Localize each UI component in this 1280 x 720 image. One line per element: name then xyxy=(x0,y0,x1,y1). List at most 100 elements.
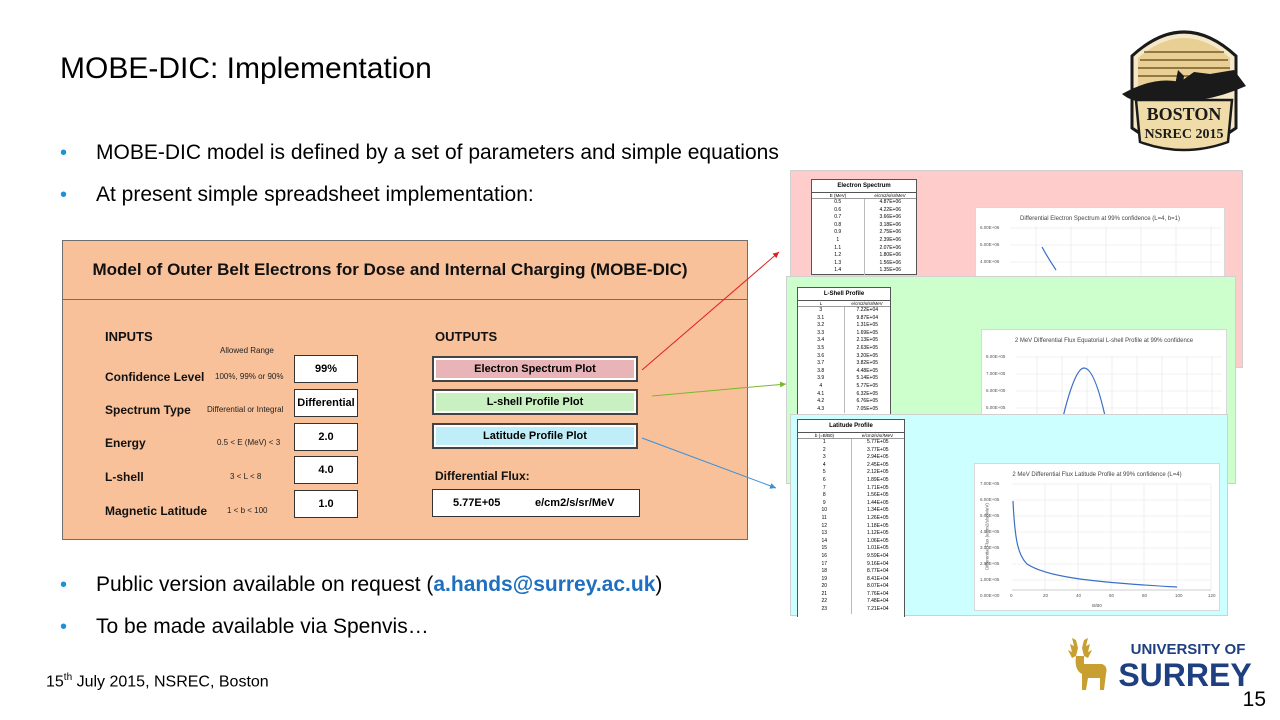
spectrum-type-value-cell[interactable]: Differential xyxy=(294,389,358,417)
table-cell: 3.4 xyxy=(798,337,845,345)
table-cell: 7.22E+04 xyxy=(856,307,879,313)
latitude-profile-plot-button[interactable]: Latitude Profile Plot xyxy=(432,423,638,449)
table-cell: 3.9 xyxy=(798,375,845,383)
table-cell: 9.87E+04 xyxy=(856,314,879,321)
table-cell: 1 xyxy=(812,236,865,245)
y-tick-label: 2.00E+05 xyxy=(980,561,1000,566)
table-cell: 5 xyxy=(798,469,852,477)
table-cell: 23 xyxy=(798,606,852,614)
table-cell: 1.71E+05 xyxy=(866,484,889,491)
table-cell: 9 xyxy=(798,499,852,508)
differential-flux-output: 5.77E+05 e/cm2/s/sr/MeV xyxy=(432,489,640,517)
col-header: e/cm2/s/sr/MeV xyxy=(861,433,894,438)
y-tick-label: 6.00E+06 xyxy=(980,225,1000,230)
table-cell: 1.1 xyxy=(812,244,865,253)
y-tick-label: 7.00E+05 xyxy=(986,371,1006,376)
table-cell: 8.07E+04 xyxy=(866,583,889,590)
input-label-lshell: L-shell xyxy=(105,470,144,484)
table-cell: 15 xyxy=(798,545,852,553)
y-tick-label: 6.00E+05 xyxy=(980,497,1000,502)
table-cell: 0.9 xyxy=(812,229,865,237)
table-cell: 6 xyxy=(798,476,852,485)
bullet-text: At present simple spreadsheet implementa… xyxy=(96,183,534,206)
table-cell: 2 xyxy=(798,446,852,455)
table-cell: 16 xyxy=(798,552,852,561)
table-cell: 4.3 xyxy=(798,405,845,414)
table-cell: 4 xyxy=(798,461,852,470)
magnetic-latitude-value-cell[interactable]: 1.0 xyxy=(294,490,358,518)
table-cell: 21 xyxy=(798,590,852,599)
allowed-range-heading: Allowed Range xyxy=(220,346,274,355)
outputs-heading: OUTPUTS xyxy=(435,329,498,344)
x-tick-label: 0 xyxy=(1010,593,1013,598)
input-range-confidence: 100%, 99% or 90% xyxy=(215,372,284,381)
table-cell: 2.39E+06 xyxy=(879,236,902,243)
contact-email-link[interactable]: a.hands@surrey.ac.uk xyxy=(433,573,656,596)
table-cell: 1.56E+05 xyxy=(866,492,889,499)
y-tick-label: 4.00E+05 xyxy=(980,529,1000,534)
lshell-value-cell[interactable]: 4.0 xyxy=(294,456,358,484)
table-cell: 0.7 xyxy=(812,214,865,222)
bullet-dot: • xyxy=(60,616,68,638)
table-row: 1 2.39E+06 xyxy=(812,236,916,245)
boston-nsrec-logo: BOSTON NSREC 2015 xyxy=(1122,30,1246,152)
table-cell: 14 xyxy=(798,537,852,546)
table-cell: 6.76E+05 xyxy=(856,398,879,405)
y-tick-label: 0.00E+00 xyxy=(980,593,1000,598)
col-header: L xyxy=(819,301,823,306)
table-title: Latitude Profile xyxy=(798,420,904,433)
x-tick-label: 120 xyxy=(1208,593,1216,598)
electron-spectrum-table: Electron Spectrum E (MeV)e/cm2/s/sr/MeV … xyxy=(811,179,917,275)
series-line xyxy=(1012,500,1178,588)
confidence-value-cell[interactable]: 99% xyxy=(294,355,358,383)
table-cell: 3 xyxy=(798,454,852,462)
bullet-dot: • xyxy=(60,184,68,206)
footer-text: July 2015, NSREC, Boston xyxy=(72,673,269,691)
table-row: 15 1.01E+05 xyxy=(798,545,904,553)
table-cell: 0.8 xyxy=(812,221,865,230)
table-cell: 1.06E+05 xyxy=(866,537,889,544)
electron-spectrum-plot-button[interactable]: Electron Spectrum Plot xyxy=(432,356,638,382)
table-cell: 12 xyxy=(798,522,852,531)
table-cell: 3.6 xyxy=(798,352,845,361)
table-cell: 7.21E+04 xyxy=(866,606,889,613)
table-cell: 9.59E+04 xyxy=(866,552,889,559)
bullet-text: To be made available via Spenvis… xyxy=(96,615,429,638)
table-cell: 19 xyxy=(798,575,852,584)
table-cell: 1.26E+05 xyxy=(866,514,889,521)
table-cell: 7.76E+04 xyxy=(866,590,889,597)
footer-day-suffix: th xyxy=(63,672,73,683)
university-of-surrey-logo: UNIVERSITY OF SURREY xyxy=(1068,638,1252,693)
table-cell: 8 xyxy=(798,492,852,500)
bullet-item: • To be made available via Spenvis… xyxy=(60,614,662,656)
table-cell: 8.41E+04 xyxy=(866,575,889,582)
bullet-item: •MOBE-DIC model is defined by a set of p… xyxy=(60,140,779,182)
lshell-profile-plot-button[interactable]: L-shell Profile Plot xyxy=(432,389,638,415)
input-range-spectrum-type: Differential or Integral xyxy=(207,405,284,414)
flux-value: 5.77E+05 xyxy=(453,497,501,509)
table-cell: 1.01E+05 xyxy=(866,545,889,552)
table-cell: 4 xyxy=(798,382,845,391)
latitude-profile-plot: 2 MeV Differential Flux Latitude Profile… xyxy=(974,463,1220,611)
table-cell: 1.34E+05 xyxy=(866,507,889,514)
energy-value-cell[interactable]: 2.0 xyxy=(294,423,358,451)
